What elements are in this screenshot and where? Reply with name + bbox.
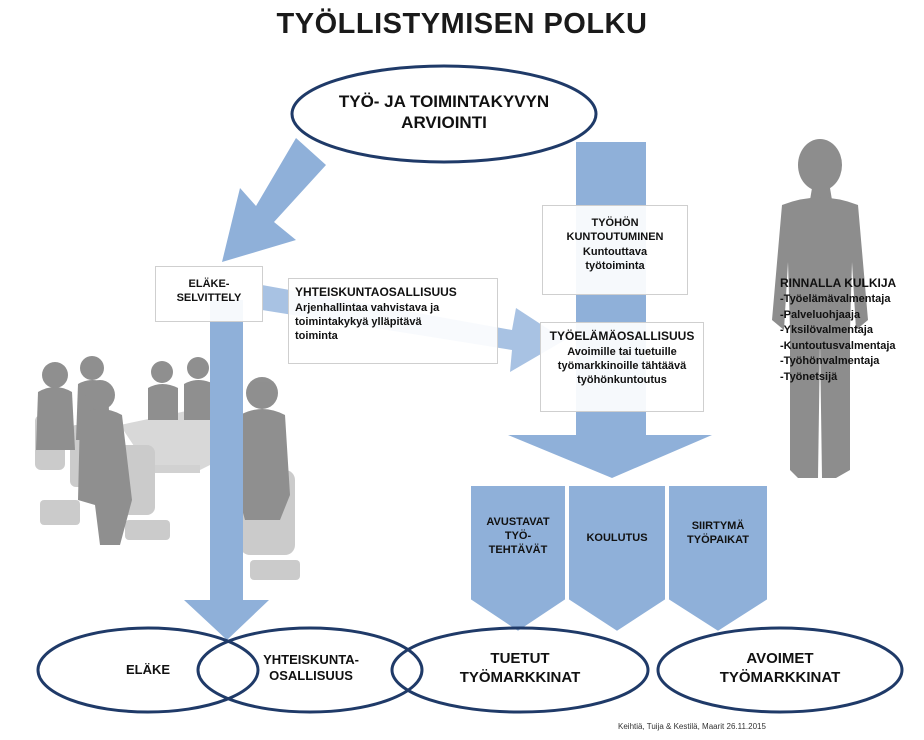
yhteiskuntaosallisuus-line2: OSALLISUUS xyxy=(269,668,353,684)
tyoelama-text1: Avoimille tai tuetuille xyxy=(567,345,677,358)
chevron-koulutus xyxy=(567,484,667,634)
page-title: TYÖLLISTYMISEN POLKU xyxy=(276,8,648,40)
arviointi-line1: TYÖ- JA TOIMINTAKYVYN xyxy=(338,92,550,111)
avoimet-line2: TYÖMARKKINAT xyxy=(719,668,841,686)
ellipse-avoimet xyxy=(656,626,904,714)
chevron-avustavat-label: AVUSTAVAT TYÖ- TEHTÄVÄT xyxy=(470,516,566,557)
elake-selvittely-line1: ELÄKE- xyxy=(188,278,230,290)
chevron-row xyxy=(469,484,769,634)
rinnalla-item: -Yksilövalmentaja xyxy=(780,324,873,337)
tyoelama-text2: työmarkkinoille tähtäävä xyxy=(557,359,687,372)
kuntoutuminen-box: TYÖHÖN KUNTOUTUMINEN Kuntouttava työtoim… xyxy=(542,205,688,295)
elake-selvittely-box: ELÄKE- SELVITTELY xyxy=(155,266,263,322)
chevron-koulutus-line1: KOULUTUS xyxy=(586,532,648,544)
elake-label: ELÄKE xyxy=(78,662,218,678)
elake-selvittely-line2: SELVITTELY xyxy=(176,291,242,304)
yhteiskunta-box: YHTEISKUNTAOSALLISUUS Arjenhallintaa vah… xyxy=(288,278,498,364)
yhteiskunta-text3: toiminta xyxy=(295,330,338,343)
chevron-avustavat-line1: AVUSTAVAT xyxy=(486,516,550,528)
tuetut-line2: TYÖMARKKINAT xyxy=(459,668,581,686)
yhteiskuntaosallisuus-line1: YHTEISKUNTA- xyxy=(263,652,359,667)
chevron-siirtyma-line1: SIIRTYMÄ xyxy=(691,520,745,532)
tuetut-line1: TUETUT xyxy=(490,650,550,667)
tyoelama-heading: TYÖELÄMÄOSALLISUUS xyxy=(549,329,695,343)
rinnalla-item: -Työelämävalmentaja xyxy=(780,293,891,306)
yhteiskuntaosallisuus-label: YHTEISKUNTA- OSALLISUUS xyxy=(236,652,386,685)
kuntoutuminen-line3: Kuntouttava xyxy=(582,245,648,258)
rinnalla-item: -Työnetsijä xyxy=(780,371,838,384)
kuntoutuminen-line1: TYÖHÖN xyxy=(591,217,639,229)
chevron-avustavat-line3: TEHTÄVÄT xyxy=(488,543,548,556)
chevron-avustavat xyxy=(469,484,567,634)
rinnalla-item: -Palveluohjaaja xyxy=(780,308,861,321)
arrow-to-elake-selvittely xyxy=(222,138,326,262)
rinnalla-item: -Kuntoutusvalmentaja xyxy=(780,339,896,352)
yhteiskunta-heading: YHTEISKUNTAOSALLISUUS xyxy=(295,285,457,299)
rinnalla-kulkija: RINNALLA KULKIJA -Työelämävalmentaja -Pa… xyxy=(780,275,896,386)
rinnalla-item: -Työhönvalmentaja xyxy=(780,355,880,368)
elake-line1: ELÄKE xyxy=(125,662,171,677)
avoimet-line1: AVOIMET xyxy=(746,650,814,667)
yhteiskunta-text1: Arjenhallintaa vahvistava ja xyxy=(295,301,440,314)
arviointi-label: TYÖ- JA TOIMINTAKYVYN ARVIOINTI xyxy=(310,91,578,134)
ellipse-tuetut xyxy=(390,626,650,714)
tyoelama-text3: työhönkuntoutus xyxy=(577,374,667,387)
arviointi-line2: ARVIOINTI xyxy=(401,113,487,133)
person-silhouette xyxy=(772,139,868,478)
arrow-down-to-elake xyxy=(184,300,269,640)
tyoelama-box: TYÖELÄMÄOSALLISUUS Avoimille tai tuetuil… xyxy=(540,322,704,412)
chevron-koulutus-label: KOULUTUS xyxy=(568,532,666,546)
chevron-siirtyma xyxy=(667,484,769,634)
ellipse-yhteiskuntaosallisuus xyxy=(196,626,424,714)
kuntoutuminen-line2: KUNTOUTUMINEN xyxy=(566,231,664,244)
bottom-ellipses xyxy=(36,626,904,714)
tuetut-label: TUETUT TYÖMARKKINAT xyxy=(430,650,610,688)
arrow-down-to-chevrons xyxy=(508,142,712,478)
ellipse-arviointi xyxy=(290,64,598,164)
chevron-avustavat-line2: TYÖ- xyxy=(504,529,532,542)
meeting-illustration xyxy=(35,356,300,580)
ellipse-elake xyxy=(36,626,260,714)
kuntoutuminen-line4: työtoiminta xyxy=(585,259,645,272)
yhteiskunta-text2: toimintakykyä ylläpitävä xyxy=(295,315,422,328)
credit-text: Keihtiä, Tuija & Kestilä, Maarit 26.11.2… xyxy=(618,722,766,731)
chevron-siirtyma-label: SIIRTYMÄ TYÖPAIKAT xyxy=(668,520,768,548)
chevron-siirtyma-line2: TYÖPAIKAT xyxy=(687,533,749,546)
rinnalla-heading: RINNALLA KULKIJA xyxy=(780,276,897,290)
avoimet-label: AVOIMET TYÖMARKKINAT xyxy=(694,650,866,688)
